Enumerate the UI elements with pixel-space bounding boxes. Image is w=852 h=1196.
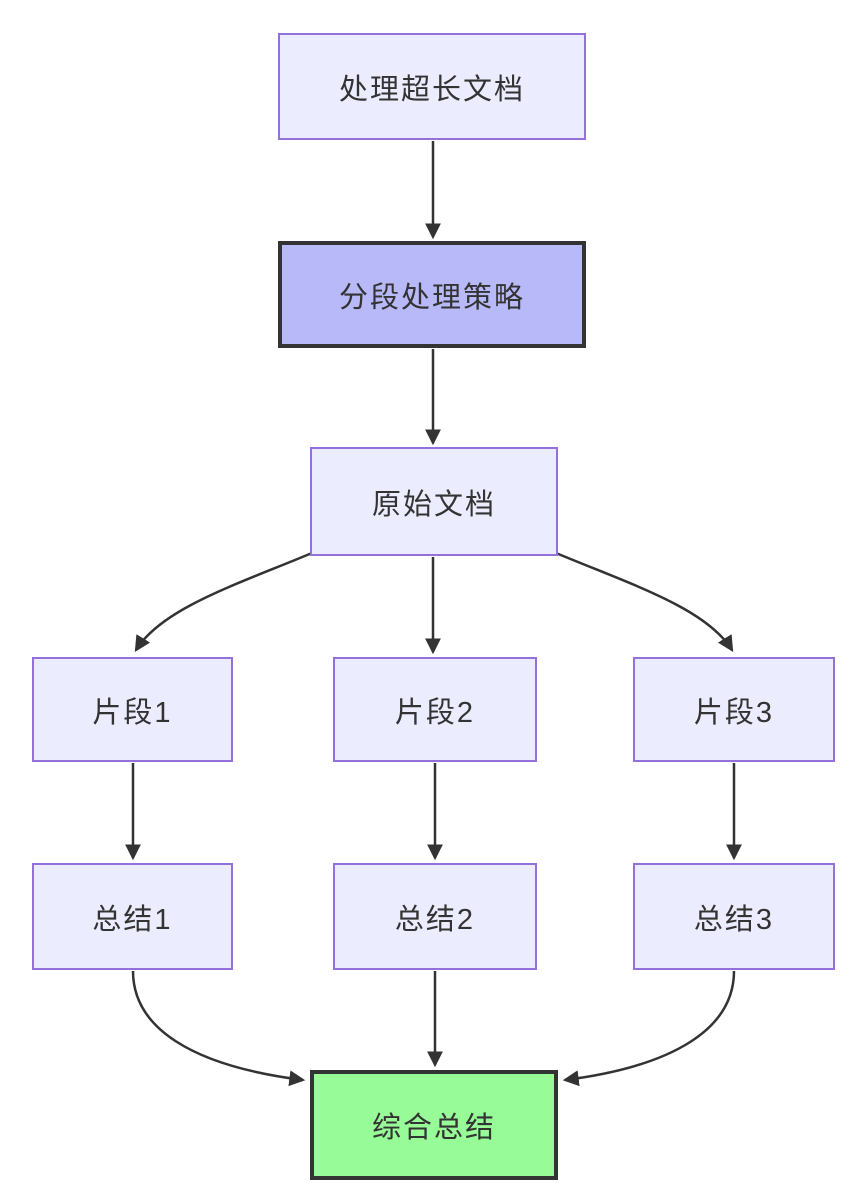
node-combined-summary: 综合总结 bbox=[310, 1070, 558, 1180]
node-label: 片段3 bbox=[693, 696, 775, 729]
node-label: 片段1 bbox=[92, 696, 173, 729]
node-label: 处理超长文档 bbox=[338, 73, 525, 106]
node-summary-2: 总结2 bbox=[333, 863, 537, 970]
edge-C-D3 bbox=[555, 551, 734, 652]
edge-C-D1 bbox=[134, 551, 313, 652]
node-original-document: 原始文档 bbox=[310, 447, 558, 556]
node-label: 总结3 bbox=[693, 903, 775, 936]
edge-E3-F bbox=[562, 970, 736, 1087]
node-label: 综合总结 bbox=[371, 1112, 496, 1144]
node-summary-1: 总结1 bbox=[32, 863, 233, 970]
node-label: 片段2 bbox=[394, 696, 476, 729]
node-label: 原始文档 bbox=[371, 488, 496, 521]
node-fragment-1: 片段1 bbox=[32, 657, 233, 762]
node-segmentation-strategy: 分段处理策略 bbox=[278, 241, 586, 348]
node-label: 分段处理策略 bbox=[338, 281, 525, 314]
node-summary-3: 总结3 bbox=[633, 863, 835, 970]
node-label: 总结2 bbox=[394, 903, 476, 936]
node-fragment-3: 片段3 bbox=[633, 657, 835, 762]
node-label: 总结1 bbox=[92, 903, 173, 936]
edge-E1-F bbox=[131, 970, 306, 1087]
node-process-long-document: 处理超长文档 bbox=[278, 33, 586, 140]
node-fragment-2: 片段2 bbox=[333, 657, 537, 762]
